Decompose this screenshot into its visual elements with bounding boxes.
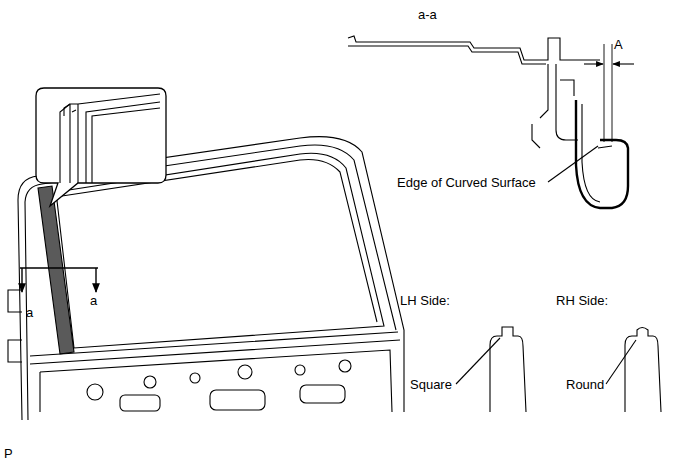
pillar-strip [38, 186, 74, 354]
section-arrow [21, 268, 22, 292]
section-inner-hook [532, 124, 540, 148]
door-frame-inner [25, 145, 396, 420]
door-hinge [8, 290, 22, 362]
part-label: Edge of Curved Surface [397, 176, 536, 191]
leader-line [548, 146, 598, 182]
figure-mark: P [4, 447, 13, 462]
side-label: RH Side: [556, 294, 608, 309]
tab-round [625, 328, 661, 413]
panel-hole [295, 365, 305, 375]
side-label: LH Side: [400, 294, 450, 309]
leader-line [456, 338, 500, 384]
dimension-label: A [614, 38, 623, 53]
callout-box [36, 88, 166, 206]
leader-line [606, 340, 636, 384]
pillar-detail [60, 94, 160, 183]
dimension-arrow [613, 63, 634, 64]
dimension-line [604, 44, 612, 142]
inner-panel [40, 350, 392, 412]
panel-opening [210, 390, 265, 410]
panel-hole [190, 373, 200, 383]
section-bracket [540, 64, 578, 140]
panel-hole [339, 360, 351, 372]
section-title: a-a [418, 8, 437, 23]
section-mark: a [90, 294, 97, 309]
section-arrow [95, 268, 96, 292]
panel-opening [300, 385, 345, 403]
panel-opening [120, 395, 160, 411]
shape-label: Round [566, 378, 604, 393]
section-panel [348, 36, 600, 64]
section-mark: a [26, 306, 33, 321]
tab-square [490, 327, 526, 412]
shape-label: Square [410, 378, 452, 393]
weatherstrip [576, 100, 628, 208]
panel-hole [87, 384, 103, 400]
dimension-arrow [584, 63, 603, 64]
window-run [62, 160, 377, 323]
weatherstrip-lip [582, 104, 612, 202]
pillar-clip [64, 104, 76, 116]
belt-line [30, 332, 400, 364]
section-line [20, 267, 98, 268]
panel-hole [144, 376, 156, 388]
panel-hole [238, 365, 252, 379]
